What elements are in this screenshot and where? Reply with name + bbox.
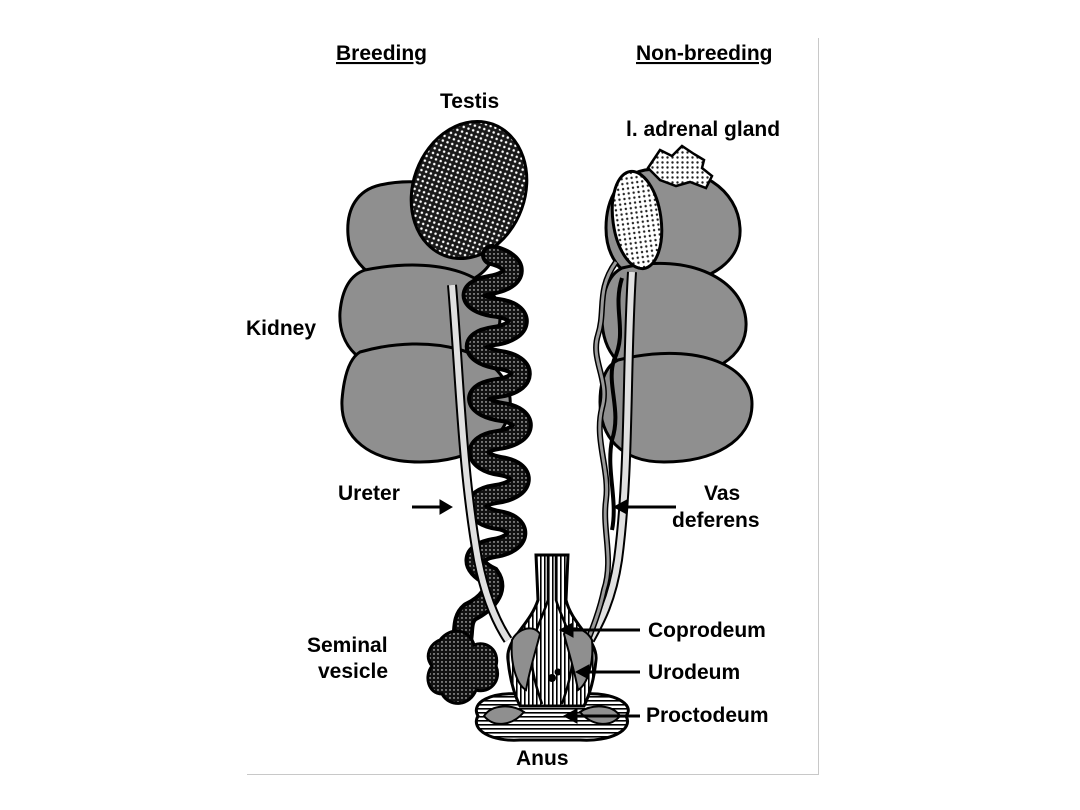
label-vesicle: vesicle — [318, 660, 388, 683]
vas-deferens-right — [583, 260, 624, 647]
label-proctodeum: Proctodeum — [646, 704, 769, 727]
arrow-ureter — [412, 499, 453, 515]
label-testis: Testis — [440, 90, 499, 113]
arrow-proctodeum — [562, 708, 640, 724]
header-breeding: Breeding — [336, 42, 427, 65]
figure-frame — [247, 38, 819, 775]
label-seminal: Seminal — [307, 634, 388, 657]
arrow-coprodeum — [558, 622, 640, 638]
label-kidney: Kidney — [246, 317, 316, 340]
arrow-urodeum — [574, 664, 640, 680]
ureter-left — [447, 284, 513, 643]
label-coprodeum: Coprodeum — [648, 619, 766, 642]
arrow-vas-deferens — [612, 499, 676, 515]
adrenal-gland-shape — [646, 144, 714, 190]
label-vas: Vas — [704, 482, 740, 505]
label-adrenal-gland: l. adrenal gland — [626, 118, 780, 141]
cloaca — [474, 553, 630, 742]
seminal-vesicle-shape — [426, 629, 499, 705]
testis-right — [610, 169, 664, 271]
label-anus: Anus — [516, 747, 569, 770]
label-deferens: deferens — [672, 509, 760, 532]
ureter-right — [585, 271, 637, 643]
label-ureter: Ureter — [338, 482, 400, 505]
testis-left — [409, 119, 529, 261]
pointer-arrows — [412, 499, 676, 724]
header-non-breeding: Non-breeding — [636, 42, 773, 65]
label-urodeum: Urodeum — [648, 661, 740, 684]
